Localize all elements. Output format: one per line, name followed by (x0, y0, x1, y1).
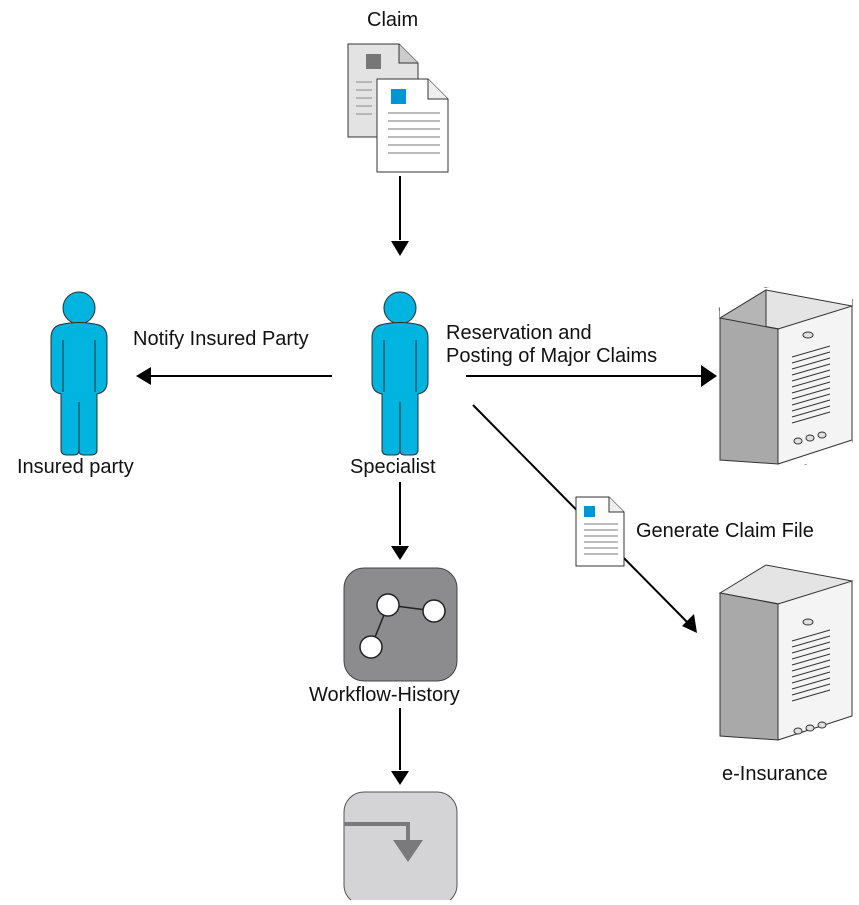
workflow-icon (343, 567, 458, 682)
server-icon (718, 288, 854, 465)
document-stack-icon (347, 43, 449, 173)
arrow-head (682, 614, 697, 633)
arrow-head (136, 367, 151, 385)
reservation-label-line1: Reservation and (446, 322, 592, 344)
notify-insured-party-label: Notify Insured Party (133, 328, 309, 350)
specialist-label: Specialist (350, 456, 436, 478)
insured-party-label: Insured party (17, 456, 134, 478)
e-insurance-label: e-Insurance (722, 763, 828, 785)
person-icon (50, 291, 108, 456)
document-icon (575, 496, 625, 567)
workflow-history-label: Workflow-History (309, 684, 460, 706)
generate-claim-file-label: Generate Claim File (636, 520, 814, 542)
archive-icon (343, 791, 458, 905)
person-icon (371, 291, 429, 456)
server-icon (718, 564, 854, 741)
claim-label: Claim (367, 9, 419, 31)
arrow-head (391, 241, 409, 256)
arrow-head (391, 771, 409, 785)
reservation-label-line2: Posting of Major Claims (446, 345, 658, 367)
arrow-head (391, 546, 409, 560)
arrow-head (701, 365, 717, 387)
